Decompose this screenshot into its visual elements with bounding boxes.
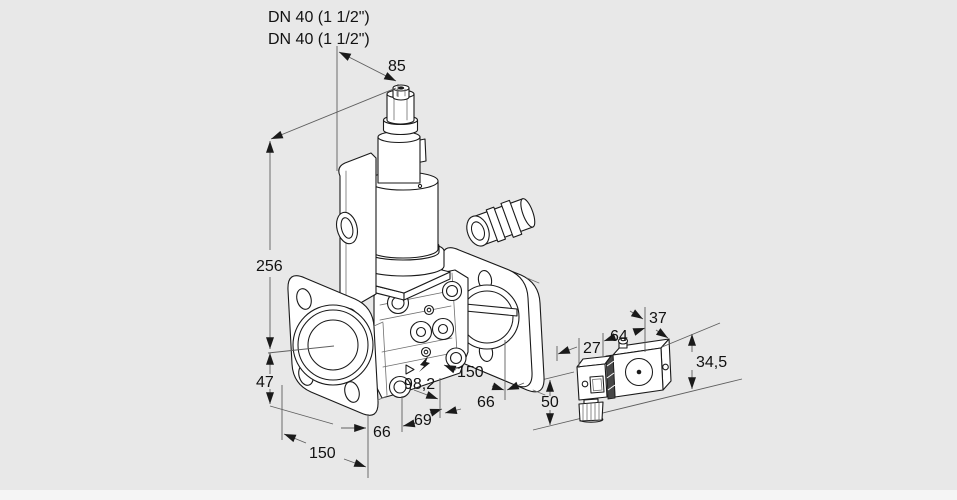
front-flange — [287, 275, 388, 416]
dim-98-2-label: 98,2 — [404, 376, 435, 393]
dimension-lines — [266, 46, 721, 478]
pipe-size-label-1: DN 40 (1 1/2") — [268, 9, 370, 26]
dim-69-label: 69 — [414, 412, 432, 429]
dim-64-label: 64 — [610, 328, 628, 345]
valve-assembly — [287, 84, 546, 416]
dim-50-label: 50 — [541, 394, 559, 411]
dim-34-5-label: 34,5 — [696, 354, 727, 371]
dim-47-label: 47 — [256, 374, 274, 391]
dim-150-right-label: 150 — [457, 364, 484, 381]
dim-66-left-label: 66 — [373, 424, 391, 441]
flow-direction-icon — [405, 364, 415, 375]
dim-150-left-label: 150 — [309, 445, 336, 462]
bottom-strip — [0, 490, 957, 500]
cable-gland — [466, 198, 536, 247]
face-disc — [624, 357, 654, 387]
mounting-bracket — [336, 152, 377, 307]
dim-85-label: 85 — [388, 58, 406, 75]
connector-gland — [578, 398, 604, 423]
pressure-switch — [576, 337, 672, 423]
din-connector — [576, 355, 612, 401]
annotations: DN 40 (1 1/2") DN 40 (1 1/2") 85 256 47 … — [256, 9, 727, 462]
dim-66-right-label: 66 — [477, 394, 495, 411]
dim-27-label: 27 — [583, 340, 601, 357]
connector-joint — [605, 354, 616, 400]
actuator — [361, 84, 445, 277]
pipe-size-label-2: DN 40 (1 1/2") — [268, 31, 370, 48]
dim-256-label: 256 — [256, 258, 283, 275]
dim-37-label: 37 — [649, 310, 667, 327]
lightning-icon — [419, 356, 430, 372]
